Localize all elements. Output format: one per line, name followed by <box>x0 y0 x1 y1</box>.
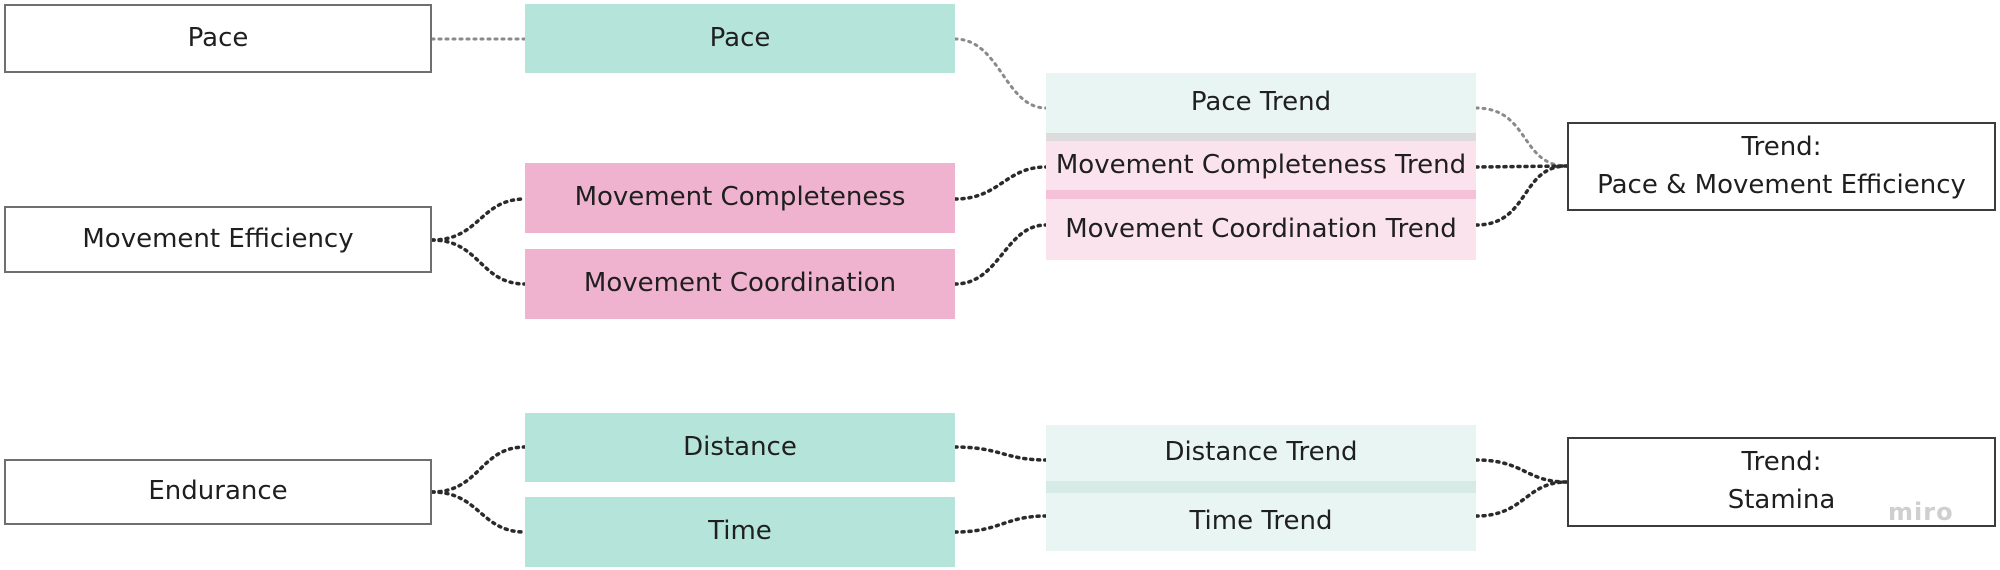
miro-watermark: miro <box>1888 498 1954 526</box>
connector-endurance-distance <box>430 445 527 494</box>
trend-distance-label: Distance Trend <box>1164 437 1358 468</box>
metric-pace-label: Pace <box>709 22 771 53</box>
metric-distance[interactable]: Distance <box>525 413 955 482</box>
trend-movement-completeness-label: Movement Completeness Trend <box>1055 149 1467 180</box>
metric-time[interactable]: Time <box>525 497 955 567</box>
metric-movement-completeness[interactable]: Movement Completeness <box>525 163 955 233</box>
outcome-stamina-line1: Trend: <box>1741 447 1822 478</box>
metric-movement-coordination-label: Movement Coordination <box>583 268 897 299</box>
connector-pace-trend-outcome <box>1474 106 1569 168</box>
input-endurance-label: Endurance <box>148 476 288 507</box>
trend-time-label: Time Trend <box>1189 506 1333 537</box>
trend-movement-coordination-label: Movement Coordination Trend <box>1065 213 1457 244</box>
outcome-stamina-line2: Stamina <box>1727 485 1836 515</box>
connector-distance-trend-outcome <box>1474 458 1569 484</box>
connector-endurance-time <box>430 490 527 534</box>
connector-completeness-trend-outcome <box>1474 164 1569 169</box>
metric-movement-completeness-label: Movement Completeness <box>574 182 906 213</box>
outcome-pace-movement-line2: Pace & Movement Efficiency <box>1597 169 1966 200</box>
metric-distance-label: Distance <box>683 431 797 462</box>
connector-distance-trend <box>953 445 1048 462</box>
metric-time-label: Time <box>708 516 772 547</box>
connector-pace-trend <box>953 37 1048 110</box>
trend-pace[interactable]: Pace Trend <box>1046 73 1476 133</box>
connector-coordination-trend <box>953 223 1048 286</box>
connector-coordination-trend-outcome <box>1474 164 1569 227</box>
input-pace[interactable]: Pace <box>4 4 432 73</box>
outcome-pace-movement-efficiency[interactable]: Trend: Pace & Movement Efficiency <box>1567 122 1996 211</box>
connector-time-trend-outcome <box>1474 480 1569 518</box>
metric-pace[interactable]: Pace <box>525 4 955 73</box>
input-pace-label: Pace <box>187 22 249 53</box>
trend-distance[interactable]: Distance Trend <box>1046 425 1476 481</box>
trend-time[interactable]: Time Trend <box>1046 493 1476 551</box>
trend-pace-label: Pace Trend <box>1190 87 1332 118</box>
trend-movement-coordination[interactable]: Movement Coordination Trend <box>1046 199 1476 260</box>
trend-separator <box>1046 133 1476 141</box>
connector-time-trend <box>953 514 1048 534</box>
connector-efficiency-coordination <box>430 238 527 286</box>
input-movement-efficiency-label: Movement Efficiency <box>82 223 354 254</box>
metric-movement-coordination[interactable]: Movement Coordination <box>525 249 955 319</box>
connector-completeness-trend <box>953 165 1048 201</box>
outcome-pace-movement-line1: Trend: <box>1741 131 1822 162</box>
trend-movement-completeness[interactable]: Movement Completeness Trend <box>1046 141 1476 190</box>
trend-separator <box>1046 481 1476 493</box>
connector-efficiency-completeness <box>430 197 527 242</box>
trend-separator <box>1046 190 1476 199</box>
outcome-stamina[interactable]: Trend: Stamina <box>1567 437 1996 527</box>
input-movement-efficiency[interactable]: Movement Efficiency <box>4 206 432 273</box>
input-endurance[interactable]: Endurance <box>4 459 432 525</box>
